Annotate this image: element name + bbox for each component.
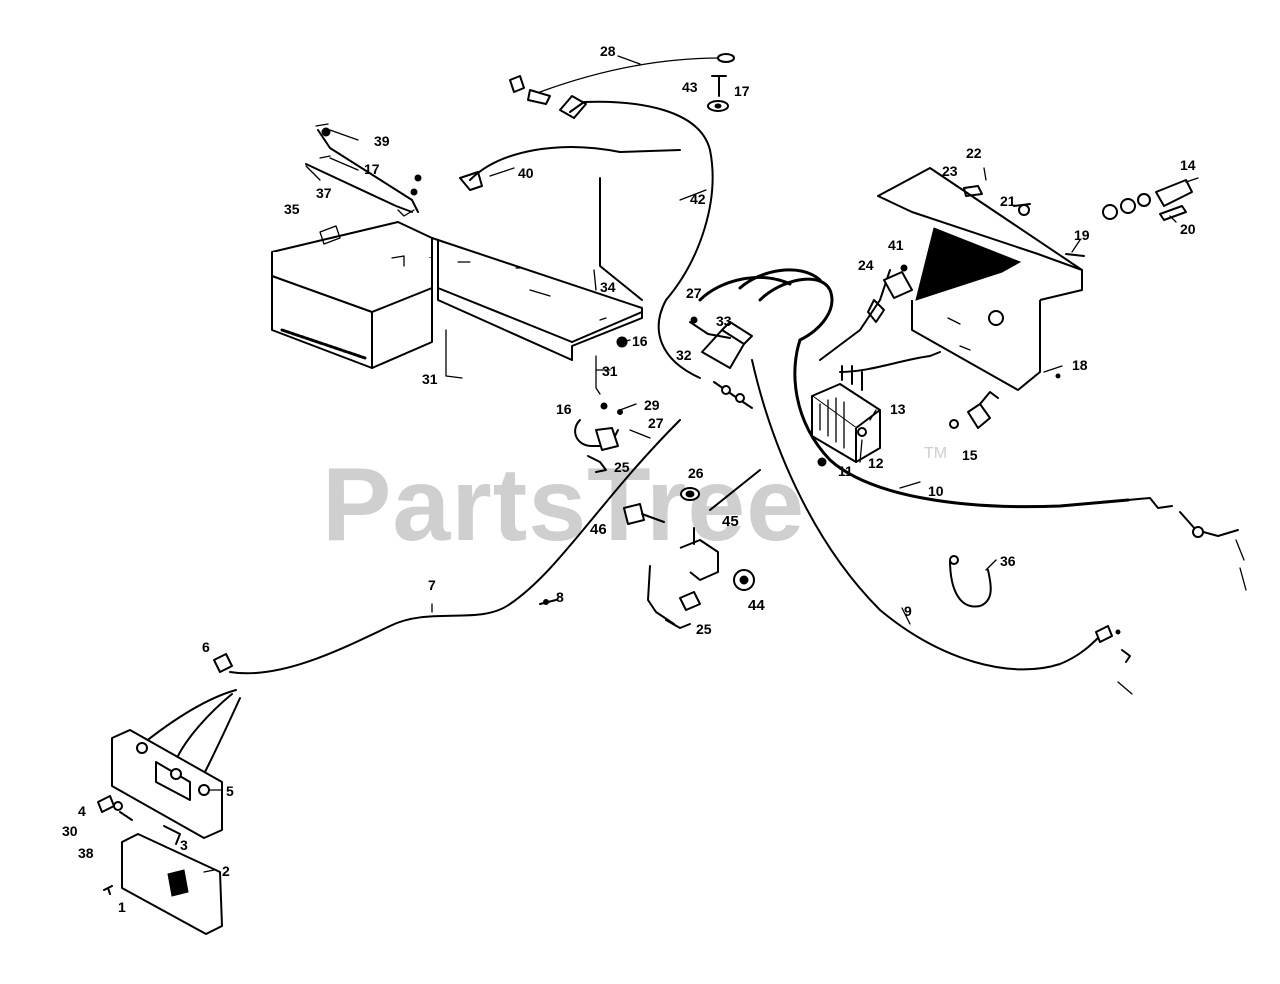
- dash-panel: [877, 167, 1085, 391]
- mount-hardware: [623, 469, 761, 629]
- callout-6: 6: [202, 639, 210, 655]
- callout-39: 39: [374, 133, 390, 149]
- connector-24-41: [867, 264, 913, 323]
- callout-38: 38: [78, 845, 94, 861]
- bolt-and-washer: [707, 75, 729, 112]
- watermark-trademark: TM: [924, 445, 947, 462]
- callout-27: 27: [686, 285, 702, 301]
- callout-20: 20: [1180, 221, 1196, 237]
- callout-1: 1: [118, 899, 126, 915]
- part-36: [949, 555, 992, 608]
- callout-31: 31: [602, 363, 618, 379]
- solenoid-assembly: [574, 316, 753, 473]
- callout-44: 44: [748, 597, 765, 614]
- callout-16: 16: [556, 401, 572, 417]
- callout-28: 28: [600, 43, 616, 59]
- switch-15: [949, 391, 999, 429]
- callout-19: 19: [1074, 227, 1090, 243]
- callout-10: 10: [928, 483, 944, 499]
- callout-9: 9: [904, 603, 912, 619]
- callout-8: 8: [556, 589, 564, 605]
- callout-18: 18: [1072, 357, 1088, 373]
- callout-16: 16: [632, 333, 648, 349]
- callout-43: 43: [682, 79, 698, 95]
- callout-22: 22: [966, 145, 982, 161]
- wire-7: [213, 419, 681, 675]
- leader-lines: [203, 55, 1177, 873]
- callout-labels: 28 43 17 39 17 37 40 35 42 34 27 33 16 3…: [62, 43, 1196, 915]
- watermark-text: PartsTree: [322, 447, 805, 563]
- callout-4: 4: [78, 803, 86, 819]
- callout-34: 34: [600, 279, 616, 295]
- callout-14: 14: [1180, 157, 1196, 173]
- battery-cables: [445, 53, 735, 395]
- callout-33: 33: [716, 313, 732, 329]
- cable-9: [751, 359, 1133, 695]
- callout-12: 12: [868, 455, 884, 471]
- callout-35: 35: [284, 201, 300, 217]
- callout-25: 25: [696, 621, 712, 637]
- callout-2: 2: [222, 863, 230, 879]
- callout-29: 29: [644, 397, 660, 413]
- callout-30: 30: [62, 823, 78, 839]
- callout-41: 41: [888, 237, 904, 253]
- callout-45: 45: [722, 513, 739, 530]
- callout-13: 13: [890, 401, 906, 417]
- callout-32: 32: [676, 347, 692, 363]
- callout-37: 37: [316, 185, 332, 201]
- callout-31: 31: [422, 371, 438, 387]
- callout-46: 46: [590, 521, 607, 538]
- callout-25: 25: [614, 459, 630, 475]
- battery: [271, 221, 433, 369]
- callout-11: 11: [838, 463, 853, 479]
- callout-23: 23: [942, 163, 958, 179]
- callout-24: 24: [858, 257, 874, 273]
- callout-36: 36: [1000, 553, 1016, 569]
- callout-21: 21: [1000, 193, 1016, 209]
- battery-hold-down: [305, 123, 422, 217]
- callout-15: 15: [962, 447, 978, 463]
- callout-17: 17: [734, 83, 750, 99]
- voltage-regulator: [811, 365, 881, 467]
- callout-40: 40: [518, 165, 534, 181]
- main-harness: [698, 268, 1247, 591]
- callout-3: 3: [180, 837, 188, 853]
- callout-5: 5: [226, 783, 234, 799]
- callout-17: 17: [364, 161, 380, 177]
- callout-27: 27: [648, 415, 664, 431]
- battery-tray: [431, 177, 643, 361]
- key-switch: [1102, 177, 1199, 221]
- tail-light-assembly: [97, 689, 241, 935]
- callout-7: 7: [428, 577, 436, 593]
- callout-42: 42: [690, 191, 706, 207]
- callout-26: 26: [688, 465, 704, 481]
